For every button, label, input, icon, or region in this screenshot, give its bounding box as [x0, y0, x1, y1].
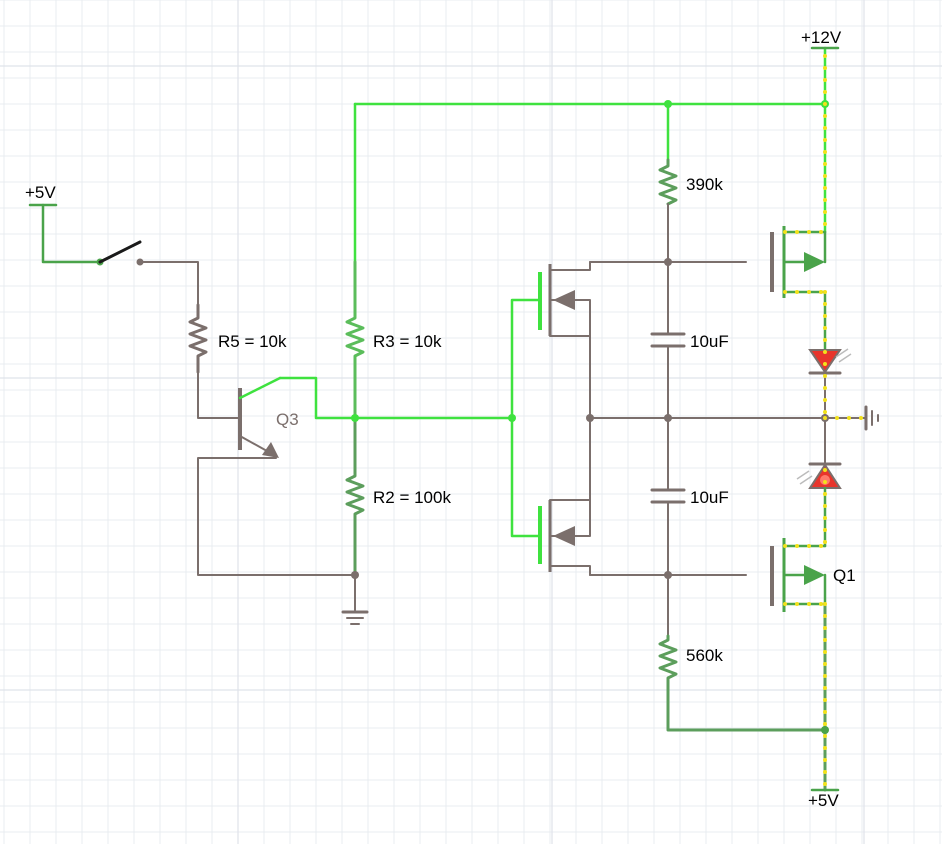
label-cap-top: 10uF — [690, 332, 729, 351]
wire-emitter-to-ground[interactable] — [197, 457, 356, 576]
transistor-q3[interactable]: Q3 — [238, 376, 299, 458]
label-r3: R3 = 10k — [373, 332, 442, 351]
resistor-r3[interactable] — [345, 260, 365, 420]
label-12v: +12V — [801, 28, 842, 47]
wire-collector[interactable] — [278, 376, 357, 420]
mosfet-arrow-icon — [553, 526, 575, 546]
wire-gate-top[interactable] — [510, 298, 542, 420]
node-top — [664, 100, 672, 108]
mosfet-arrow-icon — [804, 252, 825, 272]
label-cap-bottom: 10uF — [690, 488, 729, 507]
ground-left-icon — [341, 610, 369, 625]
node-center — [664, 414, 672, 422]
mosfet-arrow-icon — [804, 565, 825, 585]
capacitor-top[interactable] — [650, 332, 686, 348]
label-390k: 390k — [686, 175, 723, 194]
switch-blade[interactable] — [98, 240, 142, 264]
resistor-390k[interactable] — [658, 158, 678, 206]
mosfet-q1[interactable]: Q1 — [770, 538, 856, 612]
resistor-r5[interactable] — [188, 303, 208, 374]
label-560k: 560k — [686, 646, 723, 665]
label-q3: Q3 — [276, 410, 299, 429]
label-r2: R2 = 100k — [373, 488, 451, 507]
supply-5v-left[interactable]: +5V — [25, 183, 58, 207]
resistor-r2[interactable] — [345, 416, 365, 577]
mosfet-lower-left[interactable] — [538, 417, 591, 576]
wire-5v-to-switch[interactable] — [41, 203, 102, 264]
current-flow — [783, 54, 866, 788]
ground-right-icon — [864, 405, 879, 431]
wire-switch-to-r5[interactable] — [139, 261, 199, 306]
wire-r5-to-base[interactable] — [197, 371, 241, 419]
label-5v-left: +5V — [25, 183, 56, 202]
capacitor-bottom[interactable] — [650, 488, 686, 504]
led-top[interactable] — [808, 348, 852, 375]
node-bottom-right — [821, 726, 829, 734]
emitter-arrow-icon — [262, 442, 279, 458]
label-q1: Q1 — [833, 566, 856, 585]
node-ground-left — [351, 571, 359, 579]
label-5v-bottom: +5V — [808, 791, 839, 810]
label-r5: R5 = 10k — [218, 332, 287, 351]
mosfet-arrow-icon — [553, 290, 575, 310]
mosfet-upper-left[interactable] — [538, 261, 591, 419]
resistor-560k[interactable] — [658, 634, 827, 732]
switch[interactable] — [96, 240, 144, 266]
mosfet-upper-right[interactable] — [770, 226, 827, 298]
wire-gate-bottom[interactable] — [510, 416, 542, 538]
